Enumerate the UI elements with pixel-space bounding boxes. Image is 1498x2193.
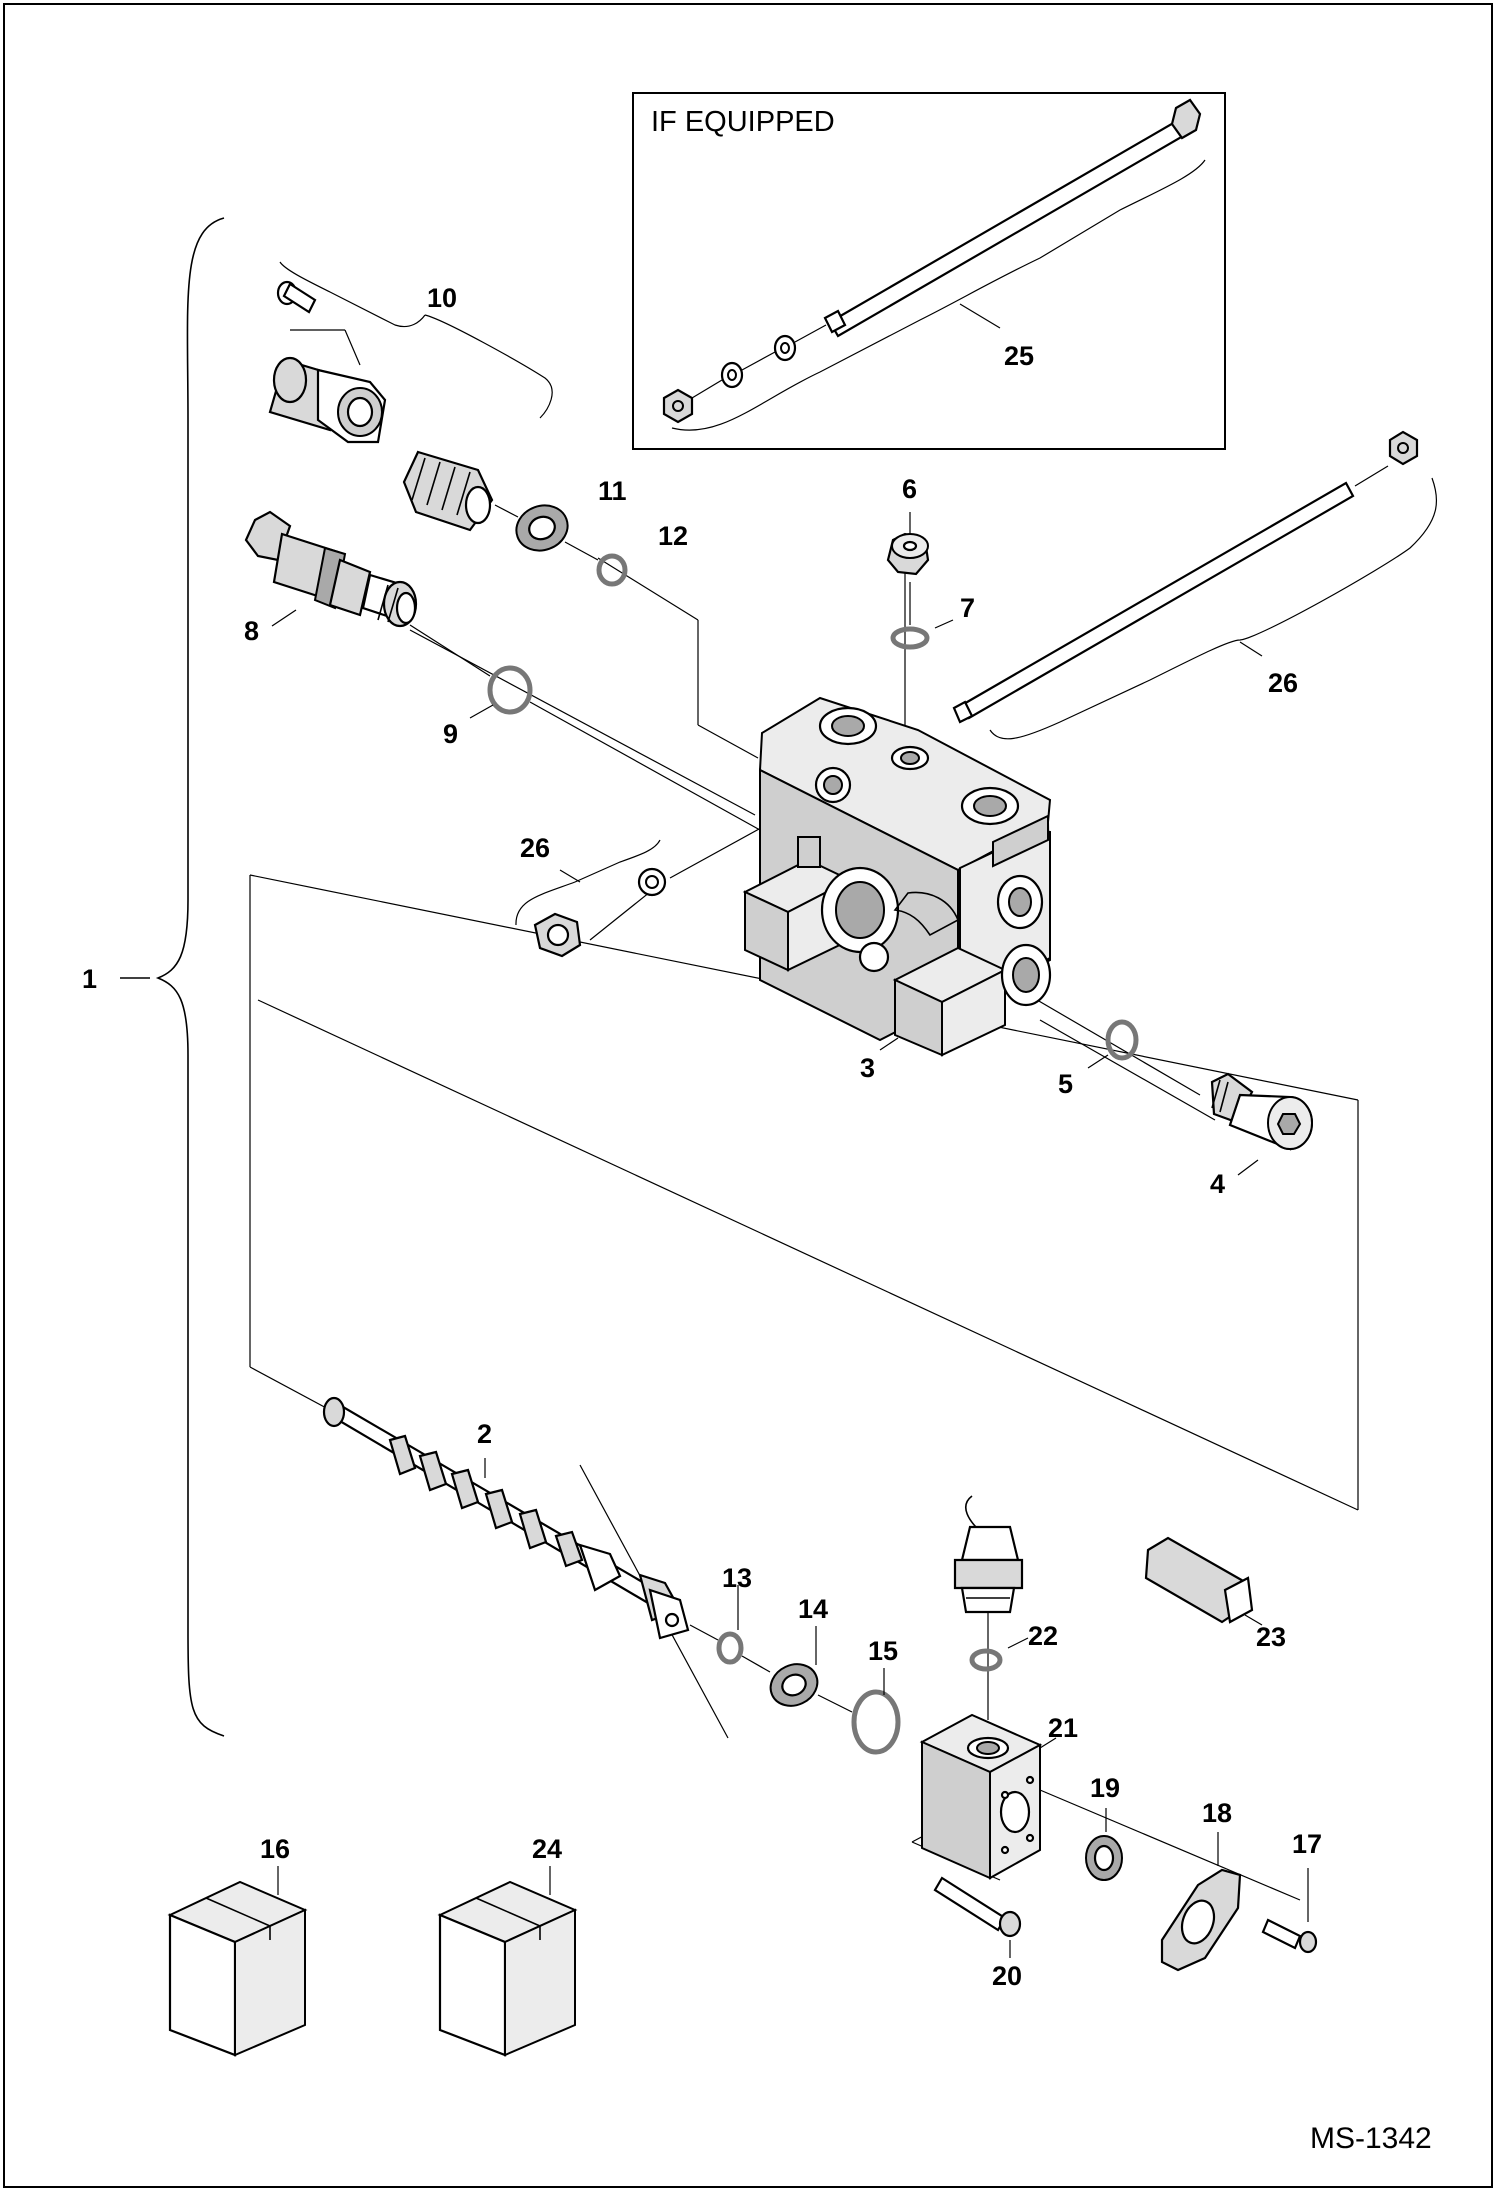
tie-rod-head — [1170, 98, 1202, 140]
assembly-leader-lines — [249, 552, 1359, 1901]
callout-23: 23 — [1256, 1622, 1286, 1652]
callout-10: 10 — [427, 283, 457, 313]
assembly-brace — [155, 217, 225, 1737]
inset-title: IF EQUIPPED — [651, 106, 835, 138]
callout-21: 21 — [1048, 1713, 1078, 1743]
callout-1: 1 — [82, 964, 97, 994]
part-22-oring — [969, 1648, 1003, 1672]
callout-25: 25 — [1004, 341, 1034, 371]
part-6-plug — [886, 532, 930, 576]
part-24-kit-box — [437, 1880, 578, 2057]
callout-24: 24 — [532, 1834, 562, 1864]
part-12-oring — [596, 553, 628, 587]
part-10-coil-assembly — [268, 261, 553, 444]
callout-15: 15 — [868, 1636, 898, 1666]
callout-20: 20 — [992, 1961, 1022, 1991]
callout-6: 6 — [902, 474, 917, 504]
callout-9: 9 — [443, 719, 458, 749]
inset-if-equipped: IF EQUIPPED — [632, 92, 1226, 450]
callout-19: 19 — [1090, 1773, 1120, 1803]
callout-7: 7 — [960, 593, 975, 623]
callout-17: 17 — [1292, 1829, 1322, 1859]
part-2-spool — [322, 1396, 690, 1640]
inset-nut — [662, 388, 694, 424]
part-9-oring — [487, 665, 533, 715]
tie-rod-tip — [823, 309, 847, 334]
inset-washer-2 — [720, 361, 744, 389]
callout-8: 8 — [244, 616, 259, 646]
callout-22: 22 — [1028, 1621, 1058, 1651]
part-11-washer — [515, 504, 569, 552]
callout-14: 14 — [798, 1594, 828, 1624]
callout-18: 18 — [1202, 1798, 1232, 1828]
drawing-code: MS-1342 — [1310, 2122, 1432, 2155]
part-21-end-cap — [919, 1713, 1043, 1880]
sensor-body — [960, 1525, 1020, 1562]
callout-16: 16 — [260, 1834, 290, 1864]
callout-5: 5 — [1058, 1069, 1073, 1099]
part-4-plug — [1210, 1072, 1313, 1151]
part-15-oring — [851, 1689, 901, 1755]
callout-13: 13 — [722, 1563, 752, 1593]
armature-spring — [402, 450, 494, 532]
callout-26-left: 26 — [520, 833, 550, 863]
part-17-screw — [1261, 1918, 1318, 1954]
coil-screw — [282, 282, 317, 314]
part-8-cartridge-valve — [244, 510, 418, 628]
part-20-screw — [933, 1876, 1022, 1938]
part-26-tie-rod — [952, 430, 1419, 724]
part-23-sensor-harness — [953, 1481, 1254, 1624]
part-13-oring — [716, 1631, 744, 1665]
rod-nut — [1388, 430, 1419, 466]
washer — [637, 867, 667, 897]
callout-26-right: 26 — [1268, 668, 1298, 698]
callout-3: 3 — [860, 1053, 875, 1083]
part-26-nut-washer — [533, 867, 667, 958]
part-3-valve-body — [742, 696, 1052, 1057]
part-5-oring — [1105, 1019, 1139, 1061]
part-7-oring — [890, 626, 930, 650]
inset-washer-1 — [773, 334, 797, 362]
callout-labels: 1 2 3 4 5 6 7 8 9 10 11 12 13 14 15 16 1… — [82, 283, 1322, 1991]
tie-rod-inset — [823, 98, 1202, 338]
part-19-seal — [1085, 1835, 1123, 1881]
part-16-kit-box — [167, 1880, 308, 2057]
part-18-cover-plate — [1160, 1868, 1242, 1972]
callout-2: 2 — [477, 1419, 492, 1449]
part-14-washer — [769, 1663, 819, 1707]
callout-4: 4 — [1210, 1169, 1225, 1199]
callout-11: 11 — [598, 476, 627, 506]
callout-12: 12 — [658, 521, 688, 551]
